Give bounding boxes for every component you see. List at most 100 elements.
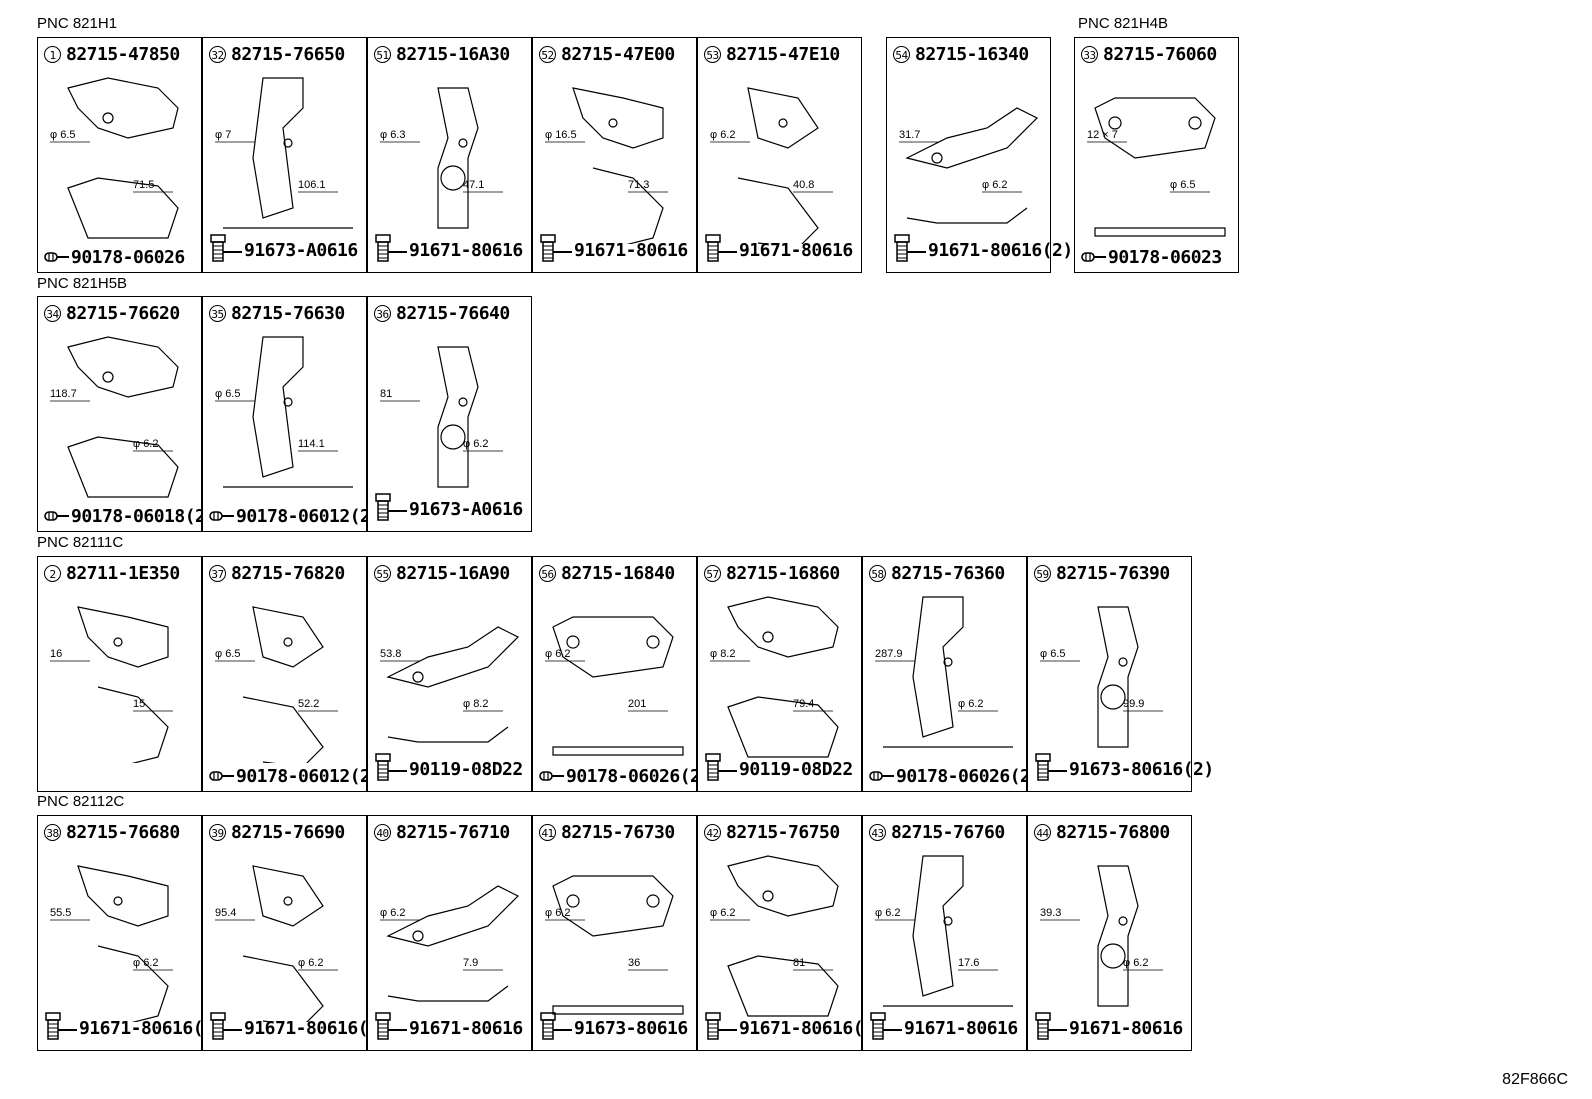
part-header: 51 82715-16A30	[374, 44, 510, 65]
fastener-part-number: 90178-06018(2)	[71, 506, 216, 527]
fastener-row: 90178-06026(2)	[869, 766, 1041, 787]
item-number-badge: 1	[44, 46, 61, 63]
item-number-badge: 51	[374, 46, 391, 63]
fastener-part-number: 90178-06026(2)	[566, 766, 711, 787]
fastener-part-number: 91671-80616(2)	[928, 240, 1073, 261]
item-number-badge: 37	[209, 565, 226, 582]
dimension-label: φ 6.3	[380, 129, 405, 141]
bracket-drawing: φ 6.2 201	[533, 587, 695, 763]
fastener-part-number: 90178-06012(2)	[236, 766, 381, 787]
bolt-icon	[209, 1011, 243, 1046]
dimension-label: 106.1	[298, 179, 326, 191]
clip-icon	[209, 766, 235, 787]
part-number: 82715-76820	[231, 563, 345, 584]
dimension-label: 71.5	[133, 179, 154, 191]
fastener-row: 91671-80616(2)	[209, 1011, 389, 1046]
fastener-row: 91671-80616(2)	[704, 1011, 884, 1046]
bolt-icon	[539, 233, 573, 268]
dimension-label: φ 6.2	[710, 129, 735, 141]
dimension-label: 201	[628, 698, 646, 710]
part-cell: 51 82715-16A30 φ 6.3 47.1 91671-80616	[367, 37, 532, 273]
part-number: 82715-16A30	[396, 44, 510, 65]
dimension-label: φ 6.2	[545, 907, 570, 919]
item-number-badge: 36	[374, 305, 391, 322]
fastener-part-number: 91671-80616	[904, 1018, 1018, 1039]
fastener-row: 91671-80616	[374, 233, 523, 268]
part-number: 82715-47E00	[561, 44, 675, 65]
dimension-label: 47.1	[463, 179, 484, 191]
pnc-label: PNC 821H5B	[37, 275, 128, 292]
item-number-badge: 52	[539, 46, 556, 63]
item-number-badge: 2	[44, 565, 61, 582]
dimension-label: 31.7	[899, 129, 920, 141]
item-number-badge: 35	[209, 305, 226, 322]
dimension-label: 99.9	[1123, 698, 1144, 710]
clip-icon	[869, 766, 895, 787]
clip-icon	[209, 506, 235, 527]
part-number: 82715-76630	[231, 303, 345, 324]
dimension-label: 95.4	[215, 907, 236, 919]
part-number: 82711-1E350	[66, 563, 180, 584]
item-number-badge: 57	[704, 565, 721, 582]
part-number: 82715-76060	[1103, 44, 1217, 65]
dimension-label: 81	[380, 388, 392, 400]
item-number-badge: 59	[1034, 565, 1051, 582]
part-number: 82715-76650	[231, 44, 345, 65]
fastener-part-number: 90178-06026(2)	[896, 766, 1041, 787]
clip-icon	[44, 247, 70, 268]
fastener-row: 91671-80616	[869, 1011, 1018, 1046]
fastener-part-number: 91673-A0616	[409, 499, 523, 520]
dimension-label: 40.8	[793, 179, 814, 191]
fastener-row: 90119-08D22	[704, 752, 853, 787]
dimension-label: 7.9	[463, 957, 478, 969]
dimension-label: φ 8.2	[710, 648, 735, 660]
part-number: 82715-16A90	[396, 563, 510, 584]
bolt-icon	[209, 233, 243, 268]
bolt-icon	[869, 1011, 903, 1046]
bolt-icon	[893, 233, 927, 268]
dimension-label: φ 6.2	[545, 648, 570, 660]
dimension-label: 118.7	[50, 388, 77, 400]
dimension-label: 53.8	[380, 648, 401, 660]
fastener-row: 91671-80616	[1034, 1011, 1183, 1046]
dimension-label: 114.1	[298, 438, 325, 450]
dimension-label: 55.5	[50, 907, 71, 919]
fastener-part-number: 91671-80616	[409, 240, 523, 261]
dimension-label: φ 6.2	[875, 907, 900, 919]
dimension-label: φ 6.5	[215, 388, 240, 400]
fastener-part-number: 90178-06026	[71, 247, 185, 268]
bolt-icon	[374, 492, 408, 527]
part-number: 82715-76760	[891, 822, 1005, 843]
dimension-label: 16	[50, 648, 62, 660]
fastener-row: 91671-80616	[539, 233, 688, 268]
bolt-icon	[374, 752, 408, 787]
item-number-badge: 34	[44, 305, 61, 322]
clip-icon	[1081, 247, 1107, 268]
fastener-row: 91673-80616	[539, 1011, 688, 1046]
bolt-icon	[1034, 752, 1068, 787]
